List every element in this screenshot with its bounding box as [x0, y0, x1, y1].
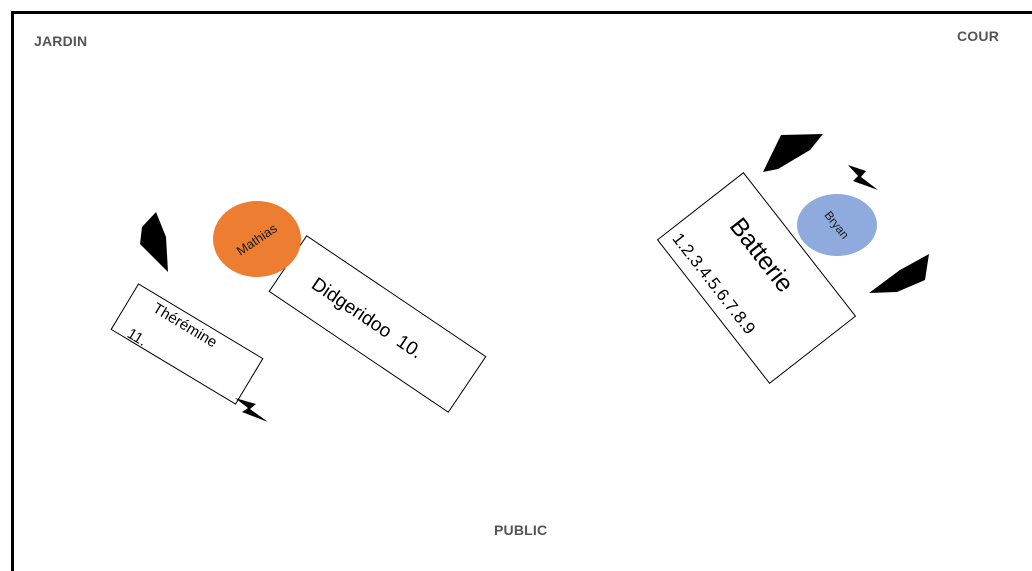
jardin-label: JARDIN [34, 33, 88, 49]
monitor-wedge-icon [140, 212, 168, 272]
monitor-wedge-icon [869, 254, 929, 293]
public-label: PUBLIC [494, 522, 548, 538]
musician-bryan: Bryan [797, 194, 877, 256]
monitor-wedge-icon [763, 134, 823, 172]
musician-mathias: Mathias [213, 201, 301, 277]
cour-label: COUR [957, 28, 1000, 44]
stage-outline [11, 11, 1032, 571]
stage-plot-symbols [140, 134, 929, 422]
power-outlet-icon [848, 165, 878, 190]
power-outlet-icon [235, 398, 268, 422]
